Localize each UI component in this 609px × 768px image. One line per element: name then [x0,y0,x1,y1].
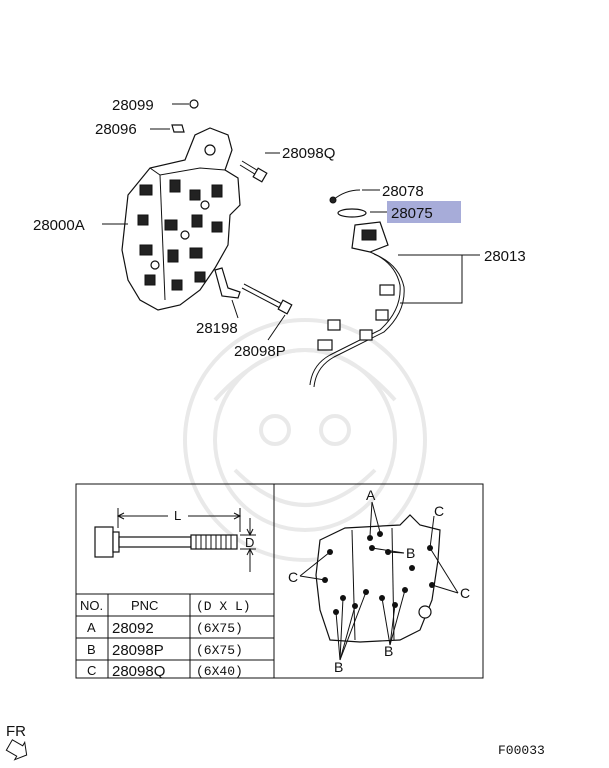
part-number-text: 28078 [382,183,424,200]
row-no: A [87,620,96,635]
bolt-dimension-drawing: L D [94,508,256,572]
part-label-28198[interactable]: 28198 [196,320,238,337]
part-number-text: 28013 [484,248,526,265]
table-row: A 28092 (6X75) [87,620,243,637]
row-no: B [87,642,96,657]
row-size: (6X40) [196,664,243,679]
part-number-text: 28000A [33,217,85,234]
callout-c-top: C [434,503,444,519]
diagram-code: F00033 [498,743,545,758]
table-header-pnc: PNC [131,598,158,613]
valve-body-illustration [121,127,241,311]
callout-leaders [299,501,459,661]
wire-harness-illustration [309,221,405,388]
table-header-size: (D X L) [196,599,251,614]
table-row: B 28098P (6X75) [87,642,243,659]
o-ring-28075-illustration [337,208,367,218]
sensor-28078-illustration [332,189,361,201]
part-number-text: 28075 [391,205,433,222]
part-label-28099[interactable]: 28099 [112,97,154,114]
callout-c-right: C [460,585,470,601]
part-label-28078[interactable]: 28078 [382,183,424,200]
row-pnc[interactable]: 28098P [112,642,164,659]
watermark-emblem [183,318,427,562]
diameter-dimension-label: D [245,535,254,550]
part-number-text: 28098Q [282,145,335,162]
bolt-spec-table: NO. PNC (D X L) A 28092 (6X75) B 28098P … [76,593,274,680]
part-label-28075[interactable]: 28075 [387,201,461,223]
valve-body-details [137,144,223,291]
front-arrow-icon [5,739,28,761]
row-size: (6X75) [196,621,243,636]
bolt-28098q-illustration [239,160,268,183]
row-pnc[interactable]: 28098Q [112,663,165,680]
part-label-28098q[interactable]: 28098Q [282,145,335,162]
callout-b-left: B [334,659,343,675]
part-number-text: 28198 [196,320,238,337]
length-dimension-label: L [174,508,181,523]
part-label-28096[interactable]: 28096 [95,121,137,138]
reference-panel: L D NO. PNC (D X L) A 28092 (6X75) [75,483,484,680]
bolt-location-diagram: A B B B C C C [288,487,470,675]
leader-lines [102,103,480,341]
bracket-28198-illustration [214,267,241,299]
callout-c-left: C [288,569,298,585]
row-size: (6X75) [196,643,243,658]
front-direction-indicator: FR [5,723,28,761]
pin-28096-illustration [171,124,185,133]
sensor-28078-tip [329,196,337,204]
highlight-box [387,201,461,223]
table-header-no: NO. [80,598,103,613]
callout-b-right: B [384,643,393,659]
part-number-text: 28096 [95,121,137,138]
row-no: C [87,663,96,678]
part-number-text: 28098P [234,343,286,360]
part-number-text: 28099 [112,97,154,114]
fr-label: FR [6,723,26,740]
callout-a: A [366,487,376,503]
row-pnc[interactable]: 28092 [112,620,154,637]
part-label-28098p[interactable]: 28098P [234,343,286,360]
callout-b-top: B [406,545,415,561]
bolt-28098p-illustration [241,283,293,315]
part-label-28000a[interactable]: 28000A [33,217,85,234]
table-row: C 28098Q (6X40) [87,663,243,680]
ball-28099-illustration [189,99,199,109]
part-label-28013[interactable]: 28013 [484,248,526,265]
